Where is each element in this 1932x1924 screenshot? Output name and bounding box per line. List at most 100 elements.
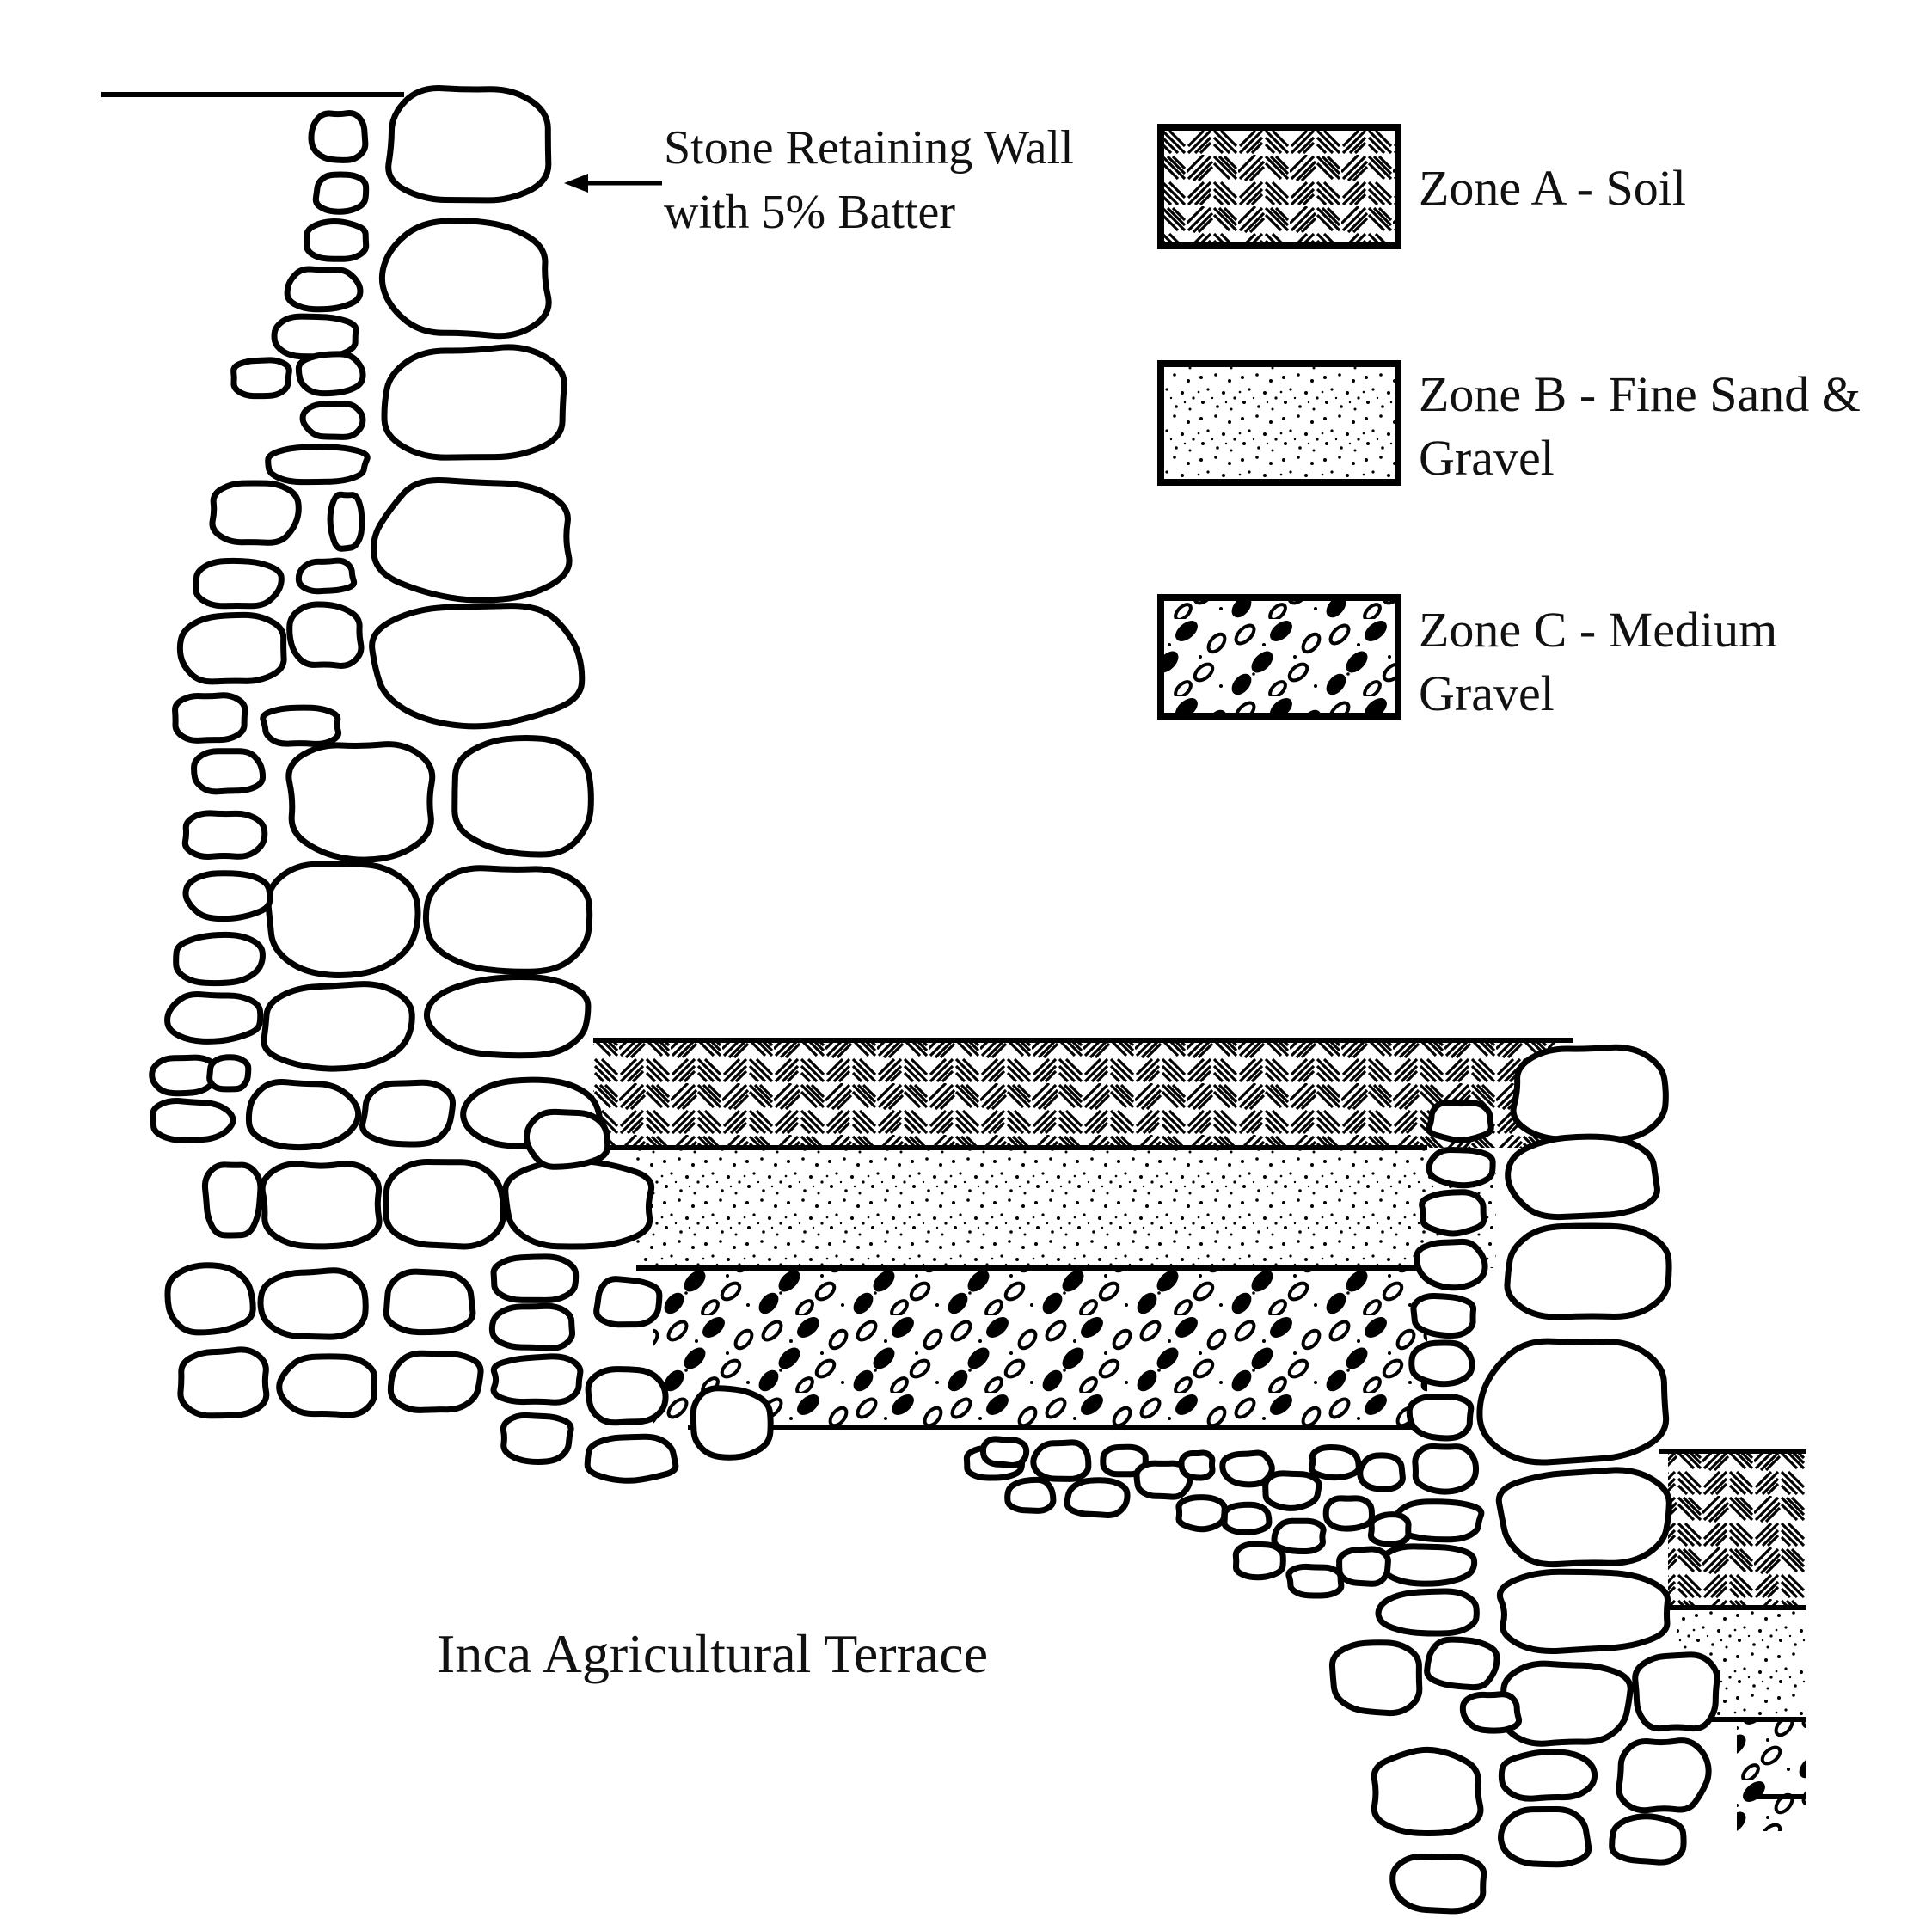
rubble-stone bbox=[271, 313, 359, 360]
face-stone bbox=[259, 1161, 383, 1250]
legend: Zone A - Soil Zone B - Fine Sand & Grave… bbox=[1157, 124, 1861, 721]
face-stone bbox=[1375, 1588, 1480, 1637]
rubble-stone bbox=[164, 1262, 256, 1336]
face-stone bbox=[1510, 1044, 1669, 1143]
face-stone bbox=[1424, 1636, 1500, 1691]
rubble-stone bbox=[209, 480, 302, 546]
legend-label-zone-b: Zone B - Fine Sand & bbox=[1419, 366, 1861, 422]
face-stone bbox=[423, 973, 592, 1059]
face-stone bbox=[1322, 1495, 1375, 1532]
rubble-stone bbox=[191, 748, 267, 795]
legend-swatch-fine-sand bbox=[1157, 360, 1401, 486]
rubble-stone bbox=[1175, 1494, 1228, 1533]
rubble-stone bbox=[260, 704, 342, 747]
face-stone bbox=[1133, 1460, 1193, 1500]
rubble-stone bbox=[308, 110, 369, 163]
face-stone bbox=[490, 1253, 580, 1303]
zone-b-sand-layer bbox=[636, 1148, 1496, 1268]
zone-a-soil-layer bbox=[593, 1040, 1556, 1148]
face-stone bbox=[1380, 1543, 1478, 1587]
face-stone bbox=[1476, 1338, 1670, 1466]
face-stone bbox=[359, 1079, 457, 1148]
rubble-stone bbox=[150, 1098, 236, 1143]
face-stone bbox=[1426, 1100, 1494, 1143]
face-stone bbox=[1495, 1467, 1672, 1568]
face-stone bbox=[1616, 1737, 1712, 1814]
face-stone bbox=[1221, 1501, 1273, 1535]
rubble-stone bbox=[1308, 1443, 1362, 1481]
face-stone bbox=[383, 1268, 476, 1336]
face-stone bbox=[381, 344, 567, 461]
rubble-stone bbox=[284, 266, 364, 313]
rubble-stone bbox=[172, 692, 248, 744]
face-stone bbox=[500, 1412, 574, 1465]
face-stone bbox=[265, 861, 421, 979]
rubble-stone bbox=[1459, 1691, 1523, 1734]
wall-callout: Stone Retaining Wall with 5% Batter bbox=[564, 121, 1074, 239]
rubble-stone bbox=[295, 351, 366, 397]
rubble-stone bbox=[1389, 1853, 1487, 1915]
face-stone bbox=[523, 1108, 611, 1170]
rubble-stone bbox=[1232, 1541, 1286, 1581]
face-stone bbox=[385, 85, 552, 204]
legend-label-zone-a: Zone A - Soil bbox=[1419, 160, 1686, 216]
face-stone bbox=[490, 1353, 584, 1406]
face-stone bbox=[1406, 1394, 1475, 1442]
face-stone bbox=[1500, 1660, 1634, 1747]
face-stone bbox=[1262, 1470, 1322, 1511]
rubble-stone bbox=[1178, 1449, 1216, 1481]
rubble-stone bbox=[206, 1054, 252, 1093]
rubble-stone bbox=[265, 444, 371, 486]
legend-label-zone-b-line-2: Gravel bbox=[1419, 430, 1555, 486]
legend-item-zone-c: Zone C - Medium Gravel bbox=[1157, 594, 1777, 721]
face-stone bbox=[1609, 1813, 1687, 1866]
rubble-stone bbox=[1371, 1746, 1484, 1837]
face-stone bbox=[584, 1433, 679, 1484]
face-stone bbox=[422, 865, 593, 975]
face-stone bbox=[1498, 1749, 1598, 1802]
face-stone bbox=[285, 741, 436, 863]
face-stone bbox=[1064, 1477, 1131, 1518]
face-stone bbox=[378, 218, 552, 340]
rubble-stone bbox=[1328, 1639, 1423, 1717]
rubble-stone bbox=[201, 1161, 264, 1239]
lower-zone-a-soil-layer bbox=[1668, 1453, 1806, 1608]
face-stone bbox=[488, 1302, 576, 1352]
face-stone bbox=[1504, 1222, 1672, 1320]
legend-swatch-medium-gravel bbox=[1157, 594, 1401, 720]
rubble-stone bbox=[1336, 1546, 1391, 1587]
face-stone bbox=[1632, 1651, 1720, 1732]
callout-line-1: Stone Retaining Wall bbox=[664, 121, 1074, 175]
rubble-stone bbox=[164, 991, 264, 1045]
stone-retaining-wall bbox=[149, 85, 1720, 1915]
rubble-stone bbox=[182, 870, 273, 922]
rubble-stone bbox=[299, 401, 366, 440]
zone-c-gravel-layer bbox=[653, 1268, 1427, 1427]
layer-boundaries bbox=[593, 1038, 1573, 1430]
rubble-stone bbox=[149, 1054, 220, 1097]
legend-label-zone-c-line-2: Gravel bbox=[1419, 665, 1555, 721]
rubble-stone bbox=[979, 1436, 1030, 1468]
rubble-stone bbox=[1004, 1476, 1057, 1514]
face-stone bbox=[369, 603, 586, 730]
face-stone bbox=[371, 476, 573, 604]
rubble-stone bbox=[173, 931, 266, 987]
face-stone bbox=[585, 1366, 669, 1426]
rubble-stone bbox=[1271, 1517, 1327, 1555]
face-stone bbox=[257, 1267, 369, 1340]
rubble-stone bbox=[230, 357, 292, 400]
rubble-stone bbox=[193, 557, 285, 610]
face-stone bbox=[1414, 1238, 1488, 1291]
rubble-stone bbox=[176, 611, 287, 685]
face-stone bbox=[1498, 1805, 1592, 1868]
rubble-stone bbox=[177, 1346, 270, 1419]
face-stone bbox=[1285, 1563, 1345, 1599]
face-stone bbox=[1419, 1189, 1487, 1237]
face-stone bbox=[690, 1385, 774, 1461]
face-stone bbox=[451, 734, 594, 858]
face-stone bbox=[1505, 1133, 1660, 1221]
callout-line-2: with 5% Batter bbox=[664, 186, 955, 239]
rubble-stone bbox=[181, 810, 268, 860]
face-stone bbox=[245, 1079, 362, 1151]
